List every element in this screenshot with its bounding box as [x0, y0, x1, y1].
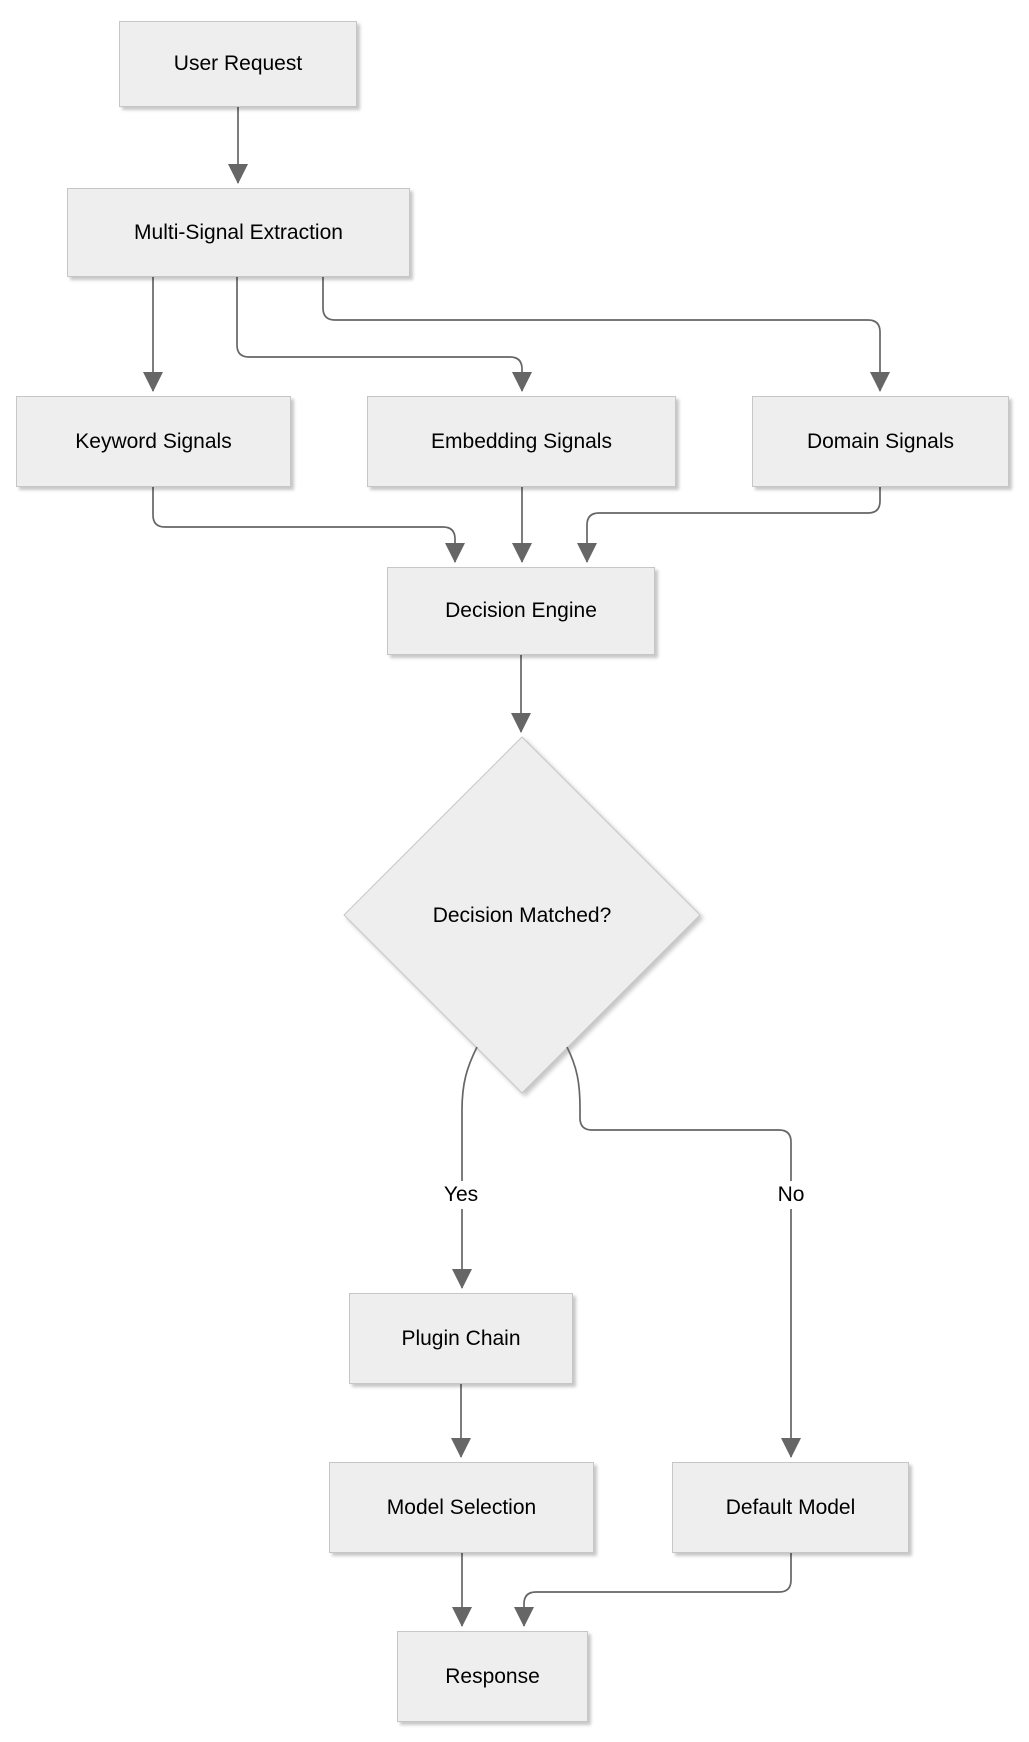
node-default-model: Default Model — [672, 1462, 909, 1553]
node-decision-engine: Decision Engine — [387, 567, 655, 655]
edge-default-model-to-response — [514, 1553, 792, 1627]
node-plugin-chain: Plugin Chain — [349, 1293, 573, 1384]
edge-label-yes: Yes — [435, 1181, 487, 1209]
edge-domain-signals-to-decision-engine — [577, 487, 881, 563]
edge-decision-matched-to-default-model — [566, 1046, 801, 1458]
edge-keyword-signals-to-decision-engine — [152, 487, 465, 563]
node-decision-matched-label: Decision Matched? — [432, 904, 612, 927]
node-keyword-signals: Keyword Signals — [16, 396, 291, 487]
node-embedding-signals: Embedding Signals — [367, 396, 676, 487]
node-response: Response — [397, 1631, 588, 1722]
edge-multi-signal-extraction-to-domain-signals — [322, 277, 890, 392]
node-domain-signals: Domain Signals — [752, 396, 1009, 487]
node-model-selection: Model Selection — [329, 1462, 594, 1553]
edge-decision-matched-to-plugin-chain — [452, 1046, 478, 1289]
node-decision-matched-shape — [343, 736, 701, 1094]
edge-multi-signal-extraction-to-embedding-signals — [236, 277, 532, 392]
edge-label-no: No — [769, 1181, 813, 1209]
node-multi-signal-extraction: Multi-Signal Extraction — [67, 188, 410, 277]
node-user-request: User Request — [119, 21, 357, 107]
